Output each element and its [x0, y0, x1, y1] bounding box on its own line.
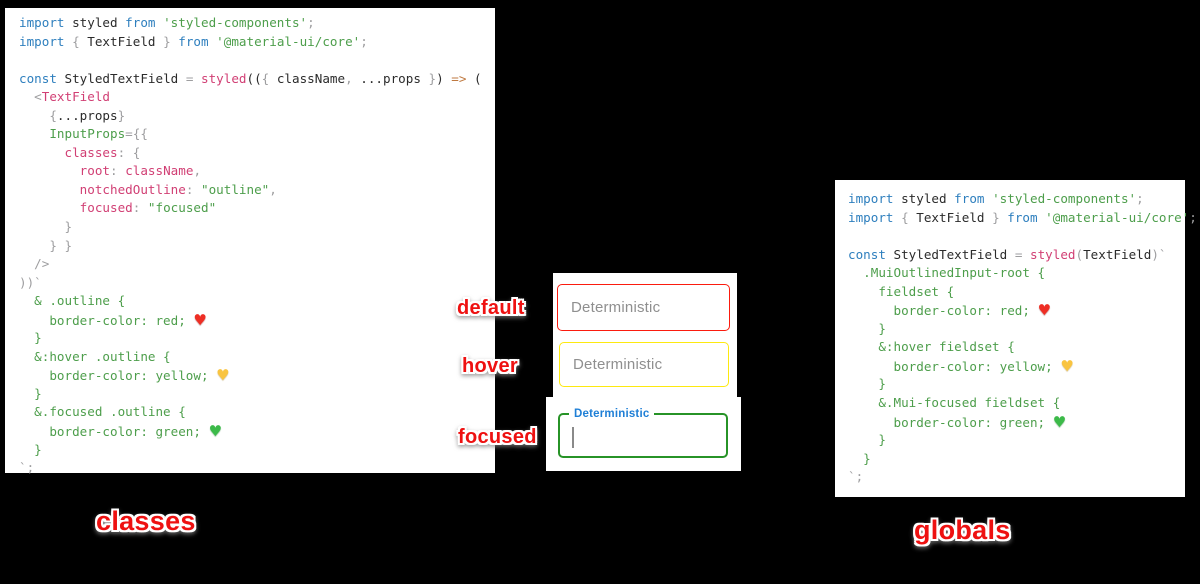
code-line: border-color: green; ♥ [19, 422, 223, 441]
code-line: import styled from 'styled-components'; [19, 15, 315, 30]
code-line: } [848, 376, 886, 392]
code-line: &.Mui-focused fieldset { [848, 395, 1061, 411]
code-line: } [848, 450, 871, 466]
code-line [848, 227, 1185, 246]
heart-icon: ♥ [1060, 356, 1074, 375]
code-line: border-color: green; ♥ [848, 412, 1067, 431]
code-line: &:hover .outline { [19, 348, 171, 364]
code-line: root: className, [79, 163, 202, 179]
code-line: import styled from 'styled-components'; [848, 191, 1144, 206]
code-line: } [848, 320, 886, 336]
code-line: {...props} [19, 107, 126, 123]
code-line: } [19, 219, 73, 235]
code-line: border-color: yellow; ♥ [19, 366, 230, 385]
heart-icon: ♥ [193, 310, 207, 329]
textfield-placeholder: Deterministic [573, 356, 663, 373]
code-line: &.focused .outline { [19, 404, 186, 420]
code-line: const StyledTextField = styled(TextField… [848, 246, 1167, 262]
code-line: /> [19, 256, 50, 272]
text-caret [572, 427, 574, 448]
code-line: `; [19, 460, 35, 476]
annotation-globals: globals [914, 515, 1011, 545]
code-line: border-color: red; ♥ [19, 310, 207, 329]
code-line: fieldset { [848, 283, 955, 299]
heart-icon: ♥ [208, 422, 223, 441]
textfield-hover-state[interactable]: Deterministic [559, 342, 729, 387]
code-line: .MuiOutlinedInput-root { [848, 265, 1046, 281]
code-line: `; [848, 469, 864, 485]
code-line: } [848, 432, 886, 448]
globals-code-panel: import styled from 'styled-components'; i… [835, 180, 1197, 497]
code-line: classes: { [64, 144, 141, 160]
code-line: } [19, 441, 42, 457]
code-line: <TextField [19, 89, 110, 105]
code-line: const StyledTextField = styled(({ classN… [19, 70, 482, 86]
code-line: ))` [19, 274, 42, 290]
code-line: & .outline { [19, 293, 126, 309]
textfield-floating-label: Deterministic [569, 407, 655, 421]
classes-code-panel: import styled from 'styled-components'; i… [5, 8, 495, 475]
code-line: focused: "focused" [79, 200, 217, 216]
textfield-default-state[interactable]: Deterministic [557, 284, 730, 331]
code-line: border-color: red; ♥ [848, 301, 1052, 320]
textfield-demo-panel: Deterministic Deterministic [553, 273, 737, 397]
code-line: import { TextField } from '@material-ui/… [19, 33, 368, 49]
code-line: notchedOutline: "outline", [79, 181, 277, 197]
code-line: &:hover fieldset { [848, 339, 1015, 355]
textfield-placeholder: Deterministic [571, 299, 661, 316]
code-line: InputProps={{ [49, 126, 148, 142]
heart-icon: ♥ [1052, 412, 1067, 431]
code-line: import { TextField } from '@material-ui/… [848, 209, 1197, 225]
annotation-hover: hover [462, 355, 518, 377]
code-line: } } [19, 237, 73, 253]
heart-icon: ♥ [1037, 301, 1052, 320]
textfield-focused-state[interactable]: Deterministic [558, 407, 728, 458]
code-line: } [19, 385, 42, 401]
annotation-focused: focused [458, 426, 537, 448]
textfield-demo-panel-focused: Deterministic [546, 397, 741, 471]
heart-icon: ♥ [216, 366, 230, 385]
annotation-default: default [457, 297, 525, 319]
code-line [19, 51, 495, 70]
annotation-classes: classes [96, 506, 196, 536]
code-line: border-color: yellow; ♥ [848, 356, 1074, 375]
code-line: } [19, 330, 42, 346]
